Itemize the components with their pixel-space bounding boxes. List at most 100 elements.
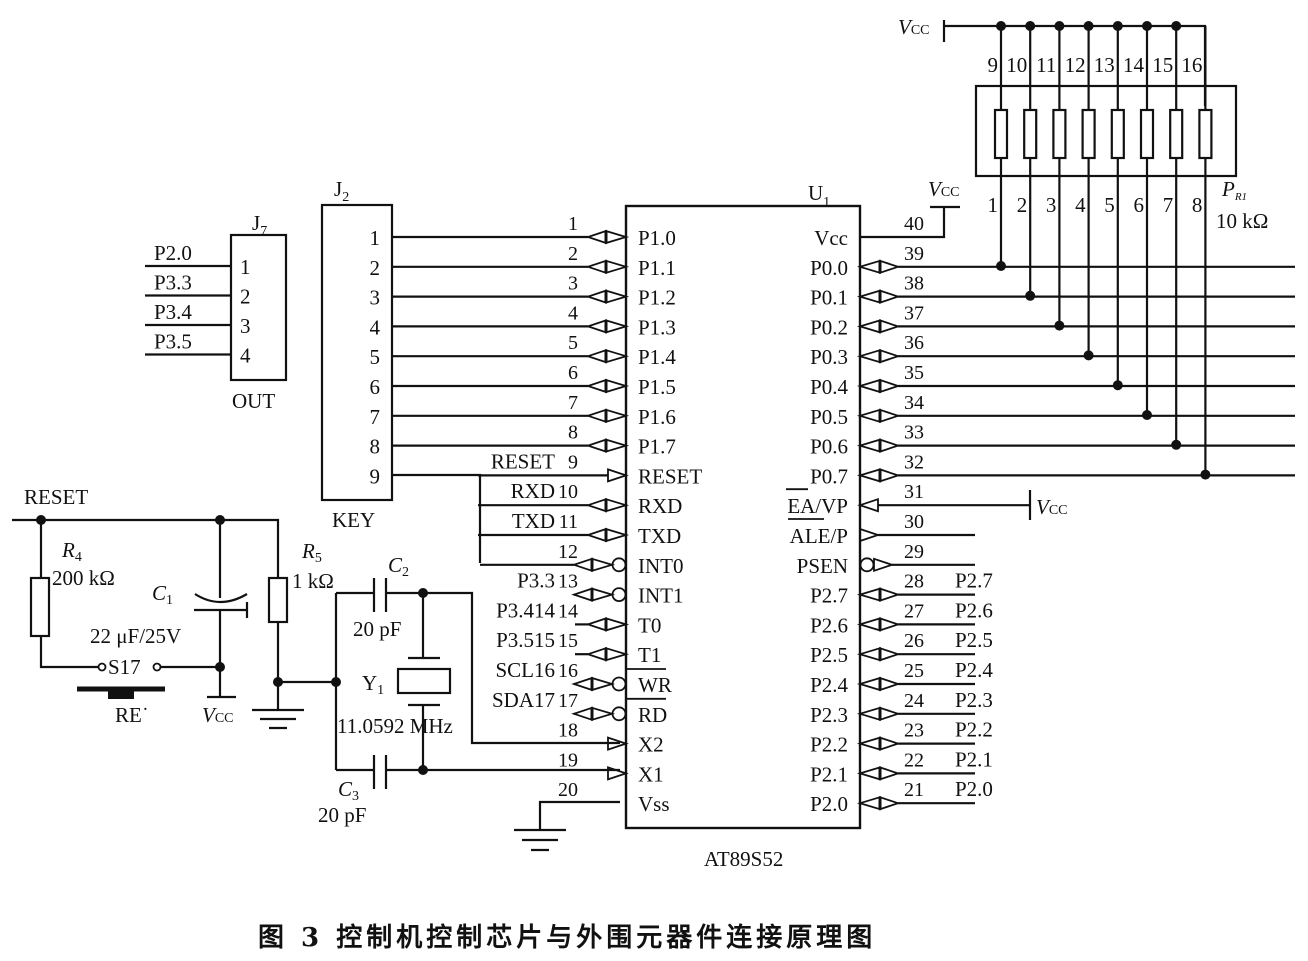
pin-name: P0.4 [810, 375, 848, 399]
pin-bidir-symbol [591, 587, 616, 602]
pin-number: 2 [568, 243, 578, 265]
j2-body [320, 203, 394, 502]
j7-net-label: P3.4 [154, 300, 192, 324]
vcc-label: VCC [1036, 495, 1068, 519]
c2-ref: C2 [388, 553, 409, 580]
pin-number: 4 [568, 302, 578, 324]
pin-number: 3 [568, 273, 578, 295]
pin-name: P1.4 [638, 345, 676, 369]
resnet-element: 146 [1123, 21, 1155, 420]
pin-bidir-symbol [856, 587, 881, 602]
pin-net-label: P3.414 [496, 598, 555, 622]
junction-dot [1054, 320, 1065, 331]
j2-pin-number: 7 [370, 405, 381, 429]
resnet-value: 10 kΩ [1216, 209, 1268, 233]
inverter-bubble [611, 557, 627, 573]
junction-dot [1200, 469, 1211, 480]
pin-number: 19 [558, 749, 578, 771]
r4-ref: R4 [61, 538, 82, 565]
pin-bidir-symbol [605, 319, 630, 334]
pin-bidir-symbol [605, 438, 630, 453]
pin-number: 26 [904, 630, 924, 652]
chip-pin-left: 2P1.1 [392, 243, 676, 280]
pin-number: 39 [904, 243, 924, 265]
resistor [1052, 108, 1067, 160]
chip-pin-left: 1P1.0 [392, 213, 676, 250]
j7-pin: 4P3.5 [145, 330, 251, 368]
j7-pin-number: 4 [240, 344, 251, 368]
pin-bidir-symbol [856, 259, 881, 275]
vcc-label: VCC [928, 177, 960, 201]
pin-number: 16 [558, 660, 578, 682]
pin-number: 6 [568, 362, 578, 384]
chip-pin-left: 7P1.6 [392, 392, 676, 429]
pin-name: P0.6 [810, 435, 848, 459]
resnet-element: 113 [1036, 21, 1067, 331]
resnet-ref: PR1 [1221, 177, 1247, 203]
pin-number: 23 [904, 720, 924, 742]
pin-name: P0.5 [810, 405, 848, 429]
resistor-r4 [29, 576, 51, 638]
pin-name: RD [638, 703, 667, 727]
resistor [1023, 108, 1038, 160]
pin-input-symbol [607, 468, 629, 483]
c3-ref: C3 [338, 777, 359, 804]
pin-number: 20 [558, 779, 578, 801]
pin-number: 1 [568, 213, 578, 235]
pin-bidir-symbol [856, 736, 881, 751]
pin-name: P1.6 [638, 405, 676, 429]
pin-name: P1.3 [638, 315, 676, 339]
pin-net-label: SCL16 [495, 658, 555, 682]
r5-value: 1 kΩ [292, 569, 334, 593]
pin-net-label: P2.7 [955, 569, 993, 593]
pin-name: P0.7 [810, 464, 848, 488]
j7-net-label: P3.3 [154, 271, 192, 295]
pin-number: 15 [558, 630, 578, 652]
inverter-bubble [859, 557, 875, 573]
pin-name: RESET [638, 464, 702, 488]
pin-number: 22 [904, 749, 924, 771]
resnet-element: 124 [1065, 21, 1096, 361]
resnet-bottom-pin: 8 [1192, 193, 1203, 217]
pin-input-symbol [857, 497, 879, 513]
switch-button-label: RE˙ [115, 703, 149, 727]
j2-pin-number: 9 [370, 464, 381, 488]
pin-number: 14 [558, 600, 578, 622]
pin-bidir-symbol [856, 676, 881, 692]
pin-bidir-symbol [856, 468, 881, 483]
pin-number: 17 [558, 690, 578, 712]
pin-name: P1.7 [638, 435, 676, 459]
pin-number: 12 [558, 541, 578, 563]
chip-pin-left: 8P1.7 [392, 422, 676, 459]
pin-name: P0.0 [810, 256, 848, 280]
junction-dot [1142, 410, 1152, 420]
pin-number: 31 [904, 481, 924, 503]
pin-number: 7 [568, 392, 578, 414]
pin-net-label: RESET [491, 449, 555, 473]
resnet-top-pin: 16 [1181, 53, 1202, 77]
pin-name: Vcc [814, 226, 848, 250]
pin-name: P2.7 [810, 584, 848, 608]
j7-ref: J7 [252, 211, 267, 239]
pin-name: P0.1 [810, 286, 848, 310]
pin-number: 8 [568, 422, 578, 444]
pin-net-label: P2.6 [955, 598, 993, 622]
resnet-element: 102 [1006, 21, 1038, 301]
pin-number: 28 [904, 571, 924, 593]
pin-bidir-symbol [856, 438, 881, 453]
j7-net-label: P2.0 [154, 241, 192, 265]
j7-pin-number: 1 [240, 255, 251, 279]
resnet-bottom-pin: 6 [1134, 193, 1145, 217]
pin-name: WR [638, 673, 672, 697]
